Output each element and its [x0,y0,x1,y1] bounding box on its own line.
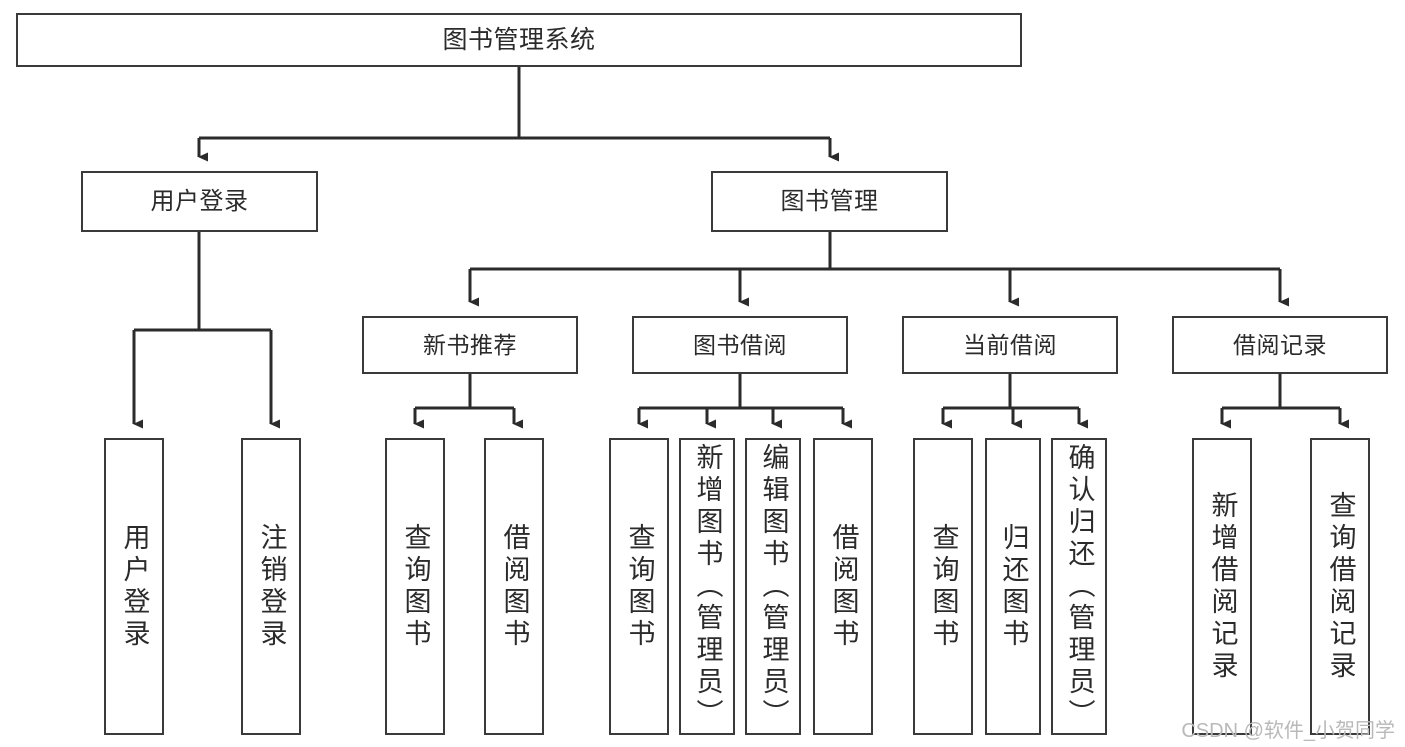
node-leaf-return-book[interactable]: 归还图书 [985,438,1041,735]
node-leaf-query-record-label: 查询借阅记录 [1325,490,1356,683]
node-leaf-query-book-3-label: 查询图书 [928,522,959,651]
node-book-borrow[interactable]: 图书借阅 [632,316,848,374]
node-leaf-add-record[interactable]: 新增借阅记录 [1192,438,1252,735]
node-user-login-label: 用户登录 [150,187,249,215]
node-root[interactable]: 图书管理系统 [16,13,1022,67]
node-leaf-edit-book-label: 编辑图书（管理员） [758,442,789,731]
node-leaf-add-book[interactable]: 新增图书（管理员） [679,438,735,735]
node-leaf-confirm-return[interactable]: 确认归还（管理员） [1051,438,1107,735]
node-borrow-record[interactable]: 借阅记录 [1172,316,1388,374]
node-leaf-query-book-2-label: 查询图书 [624,522,655,651]
node-leaf-query-book-3[interactable]: 查询图书 [913,438,973,735]
node-leaf-logout[interactable]: 注销登录 [241,438,301,735]
node-leaf-borrow-book-1-label: 借阅图书 [499,522,530,651]
node-borrow-record-label: 借阅记录 [1233,331,1327,358]
node-leaf-borrow-book-1[interactable]: 借阅图书 [484,438,544,735]
node-leaf-query-record[interactable]: 查询借阅记录 [1310,438,1370,735]
node-root-label: 图书管理系统 [442,25,596,54]
node-leaf-query-book-1-label: 查询图书 [400,522,431,651]
node-leaf-borrow-book-2-label: 借阅图书 [828,522,859,651]
node-leaf-user-login[interactable]: 用户登录 [104,438,164,735]
node-leaf-logout-label: 注销登录 [256,522,287,651]
node-leaf-confirm-return-label: 确认归还（管理员） [1064,442,1095,731]
node-new-book-recommend[interactable]: 新书推荐 [362,316,578,374]
node-book-manage[interactable]: 图书管理 [711,171,948,232]
node-leaf-query-book-1[interactable]: 查询图书 [385,438,445,735]
node-new-book-recommend-label: 新书推荐 [423,331,517,358]
node-leaf-borrow-book-2[interactable]: 借阅图书 [813,438,873,735]
node-current-borrow[interactable]: 当前借阅 [902,316,1118,374]
node-leaf-add-book-label: 新增图书（管理员） [692,442,723,731]
node-leaf-query-book-2[interactable]: 查询图书 [609,438,669,735]
node-leaf-add-record-label: 新增借阅记录 [1207,490,1238,683]
node-leaf-edit-book[interactable]: 编辑图书（管理员） [745,438,801,735]
node-leaf-return-book-label: 归还图书 [998,522,1029,651]
node-book-manage-label: 图书管理 [780,187,879,215]
node-current-borrow-label: 当前借阅 [963,331,1057,358]
node-book-borrow-label: 图书借阅 [693,331,787,358]
node-user-login[interactable]: 用户登录 [81,171,318,232]
node-leaf-user-login-label: 用户登录 [119,522,150,651]
